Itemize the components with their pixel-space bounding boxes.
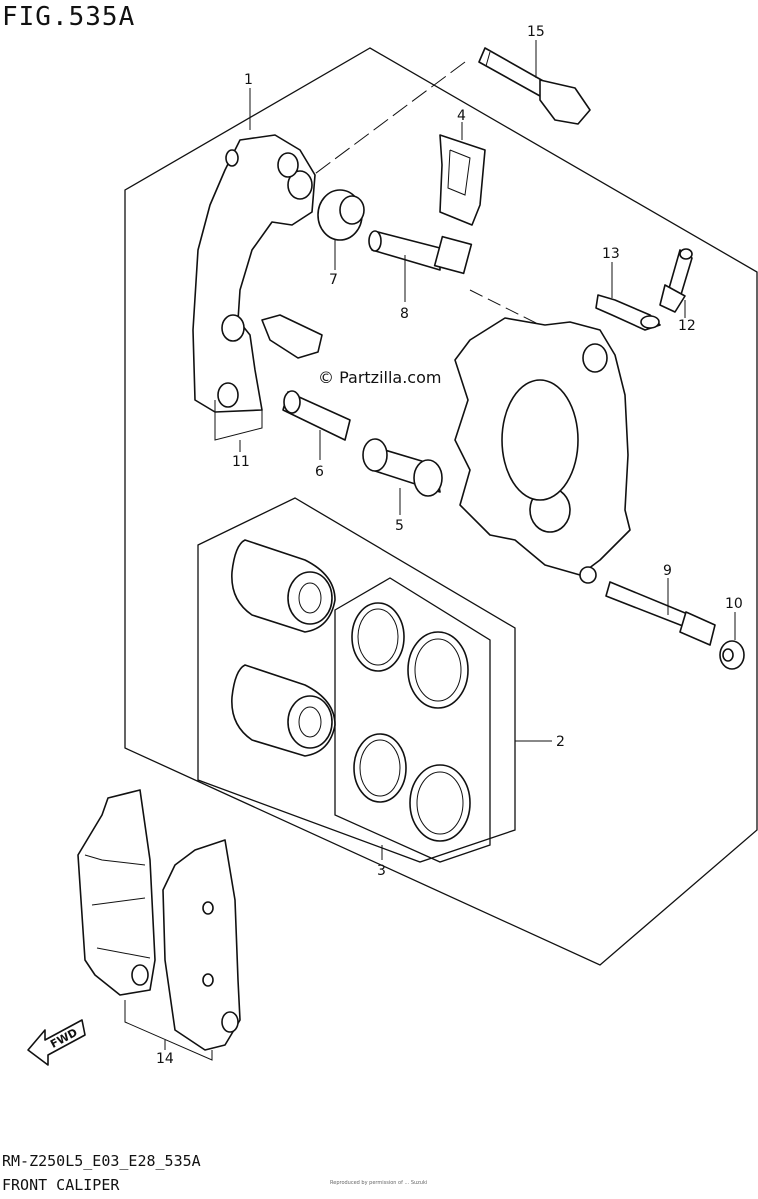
piston-upper-part[interactable] xyxy=(231,539,336,633)
callout-13: 13 xyxy=(602,246,620,262)
slide-pin-upper-part[interactable] xyxy=(368,230,473,275)
callout-14: 14 xyxy=(156,1051,174,1067)
pad-retainer-part[interactable] xyxy=(261,314,323,359)
piston-seals-part[interactable] xyxy=(351,602,471,842)
piston-lower-part[interactable] xyxy=(231,664,336,757)
callout-6: 6 xyxy=(315,464,324,480)
callout-8: 8 xyxy=(400,306,409,322)
callout-11: 11 xyxy=(232,454,250,470)
bolt-axis-line xyxy=(299,61,466,186)
caliper-body-part[interactable] xyxy=(454,317,631,584)
callout-3: 3 xyxy=(377,863,386,879)
leader-lines xyxy=(124,40,736,1061)
watermark: © Partzilla.com xyxy=(318,368,442,387)
figure-caption: FRONT CALIPER xyxy=(2,1176,120,1194)
pin-plug-part[interactable] xyxy=(719,640,745,670)
figure-title: FIG.535A xyxy=(2,2,136,32)
pad-pin-part[interactable] xyxy=(605,581,716,646)
piston-kit-frame xyxy=(197,497,516,863)
bleeder-cap-part[interactable] xyxy=(595,294,661,331)
dust-boot-part[interactable] xyxy=(317,189,365,241)
callout-9: 9 xyxy=(663,563,672,579)
callout-2: 2 xyxy=(556,734,565,750)
seal-kit-frame xyxy=(334,577,491,863)
brake-pads-part[interactable] xyxy=(77,789,241,1051)
mounting-bolt-part[interactable] xyxy=(478,47,591,125)
callout-4: 4 xyxy=(457,108,466,124)
callout-1: 1 xyxy=(244,72,253,88)
callout-10: 10 xyxy=(725,596,743,612)
pin-boot-part[interactable] xyxy=(362,438,443,497)
slide-pin-lower-part[interactable] xyxy=(282,390,351,441)
callout-12: 12 xyxy=(678,318,696,334)
caliper-bracket-part[interactable] xyxy=(192,134,316,413)
fine-print: Reproduced by permission of ... Suzuki xyxy=(330,1180,428,1186)
callout-15: 15 xyxy=(527,24,545,40)
pad-spring-part[interactable] xyxy=(439,134,486,226)
callout-5: 5 xyxy=(395,518,404,534)
figure-code: RM-Z250L5_E03_E28_535A xyxy=(2,1152,201,1170)
forward-direction-arrow: FWD xyxy=(27,1019,86,1066)
assembly-frame xyxy=(124,47,758,966)
callout-7: 7 xyxy=(329,272,338,288)
bleeder-valve-part[interactable] xyxy=(659,248,693,313)
